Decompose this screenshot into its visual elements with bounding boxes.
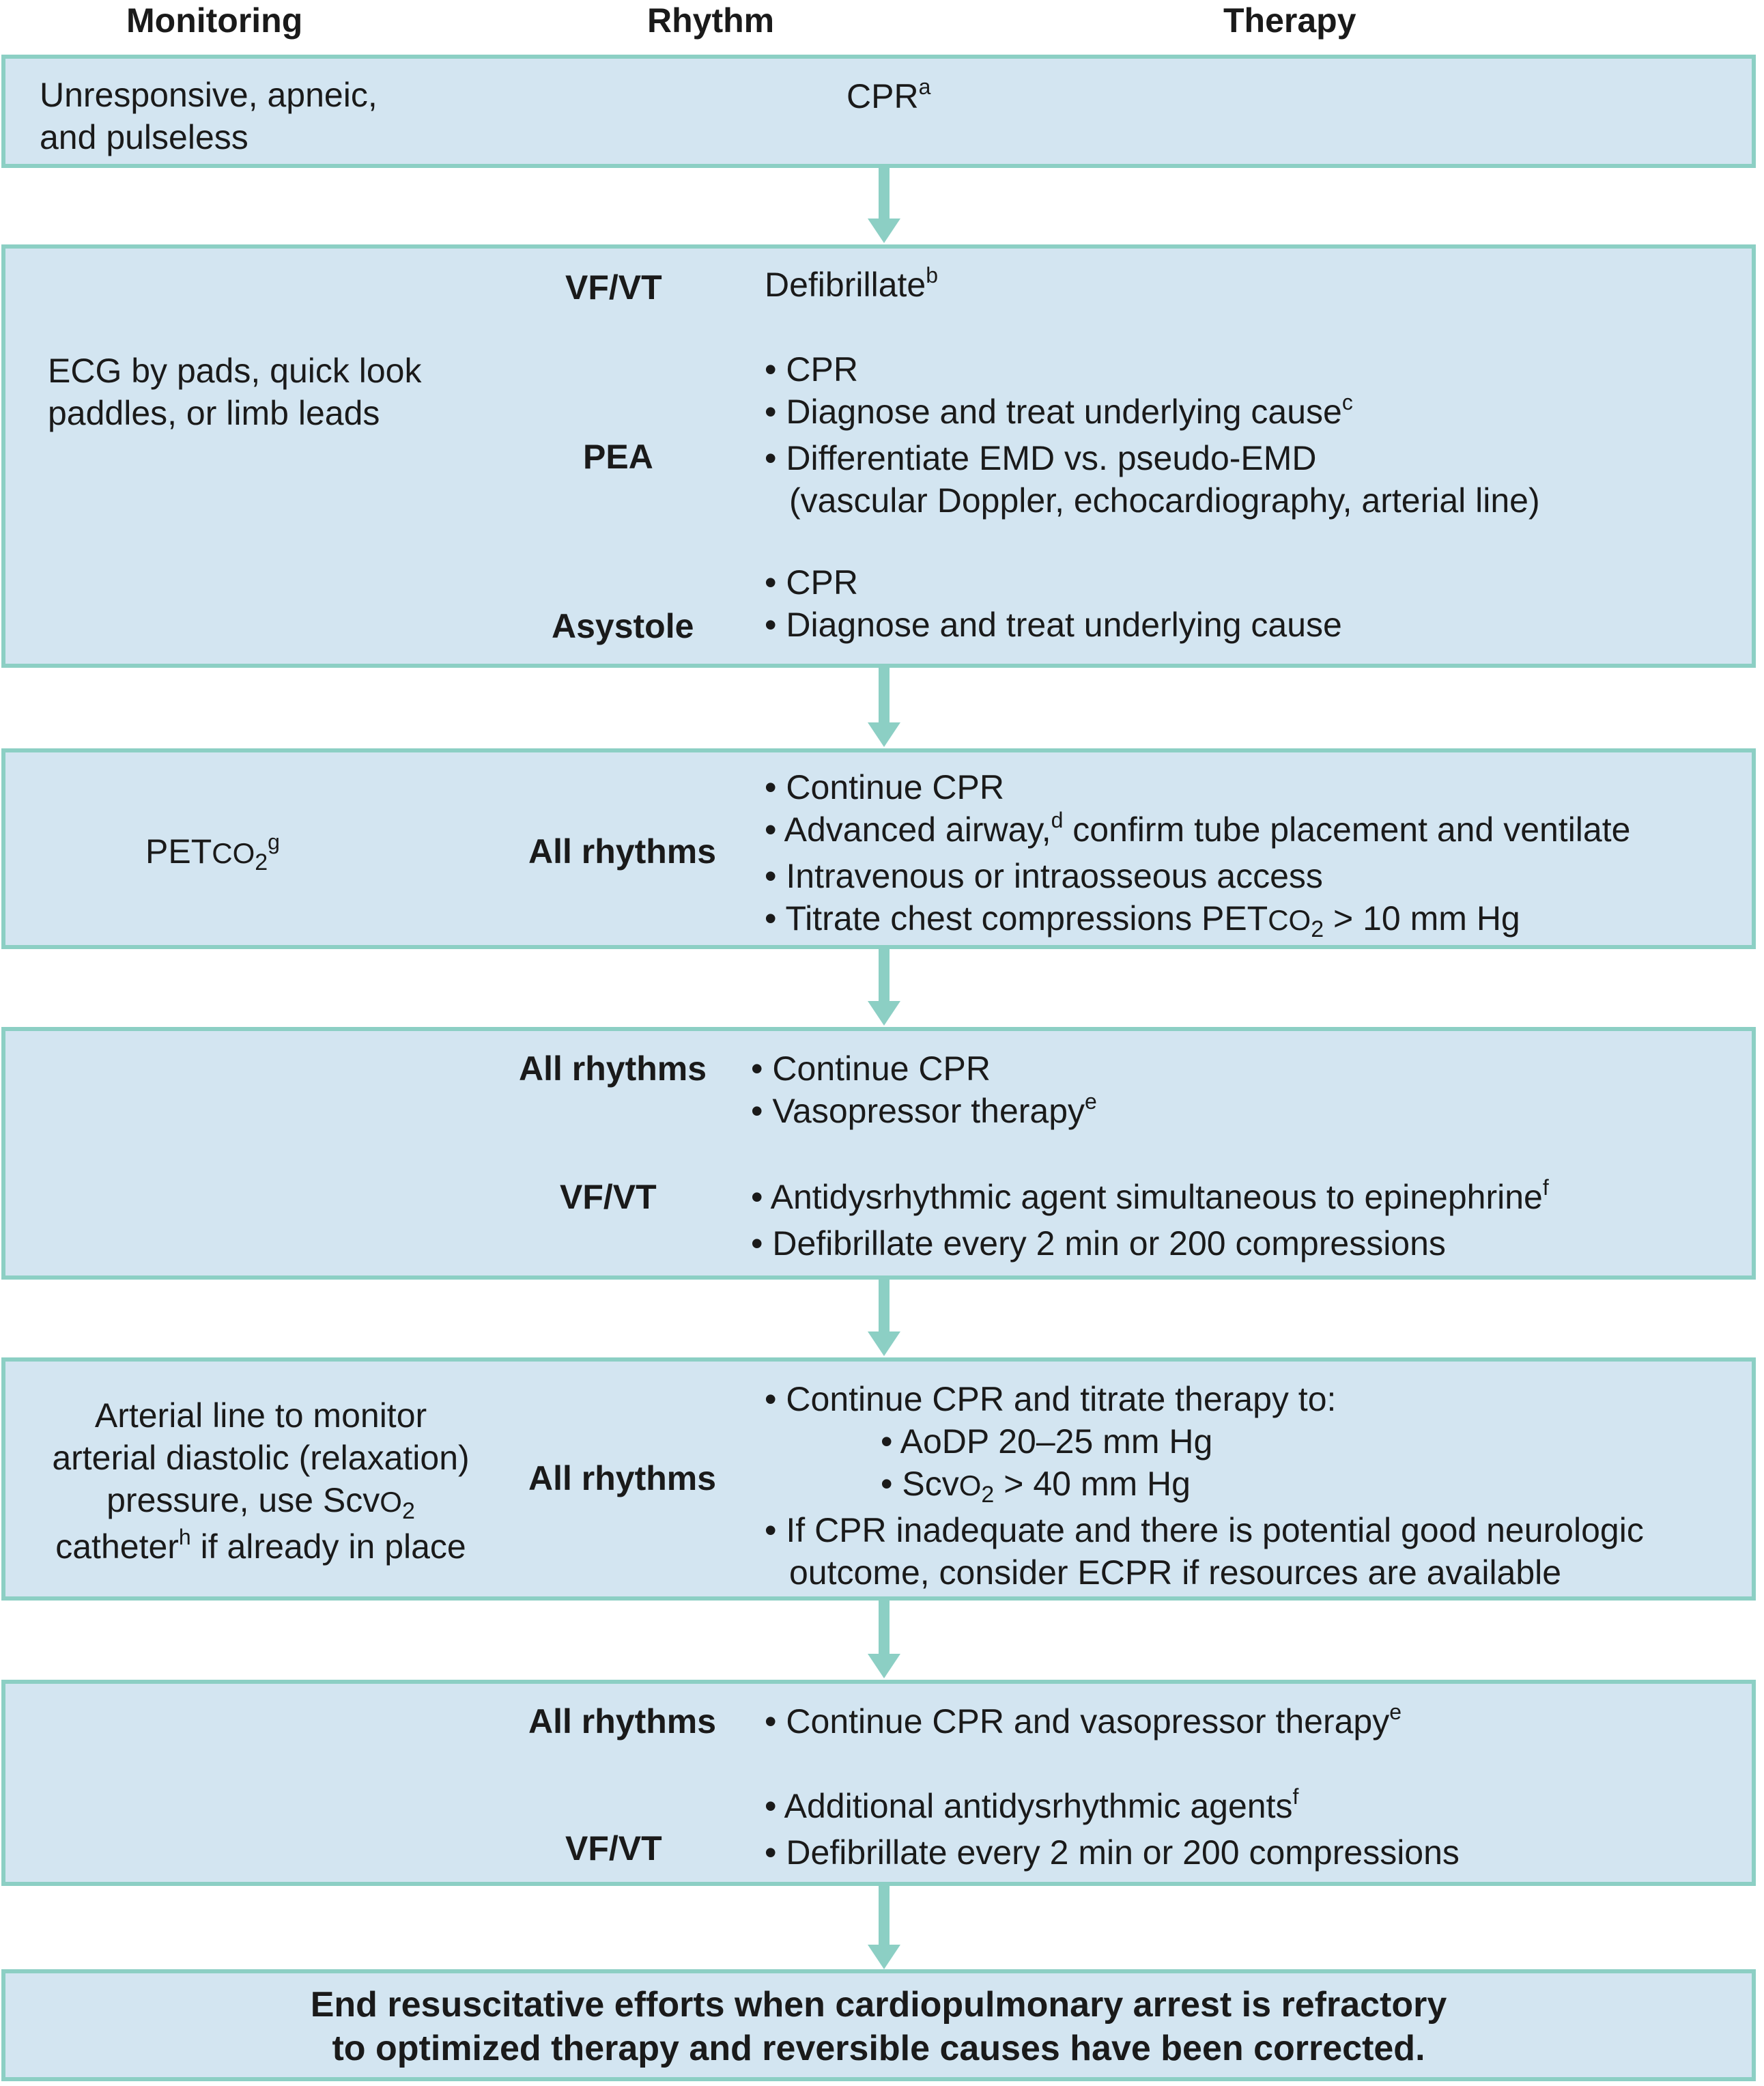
end-line-1: End resuscitative efforts when cardiopul…	[310, 1985, 1447, 2025]
step-box-vasopressor: All rhythms • Continue CPR • Vasopressor…	[1, 1027, 1756, 1280]
rhythm-all: All rhythms	[519, 1049, 707, 1088]
monitoring-petco2: PETCO2g	[145, 830, 280, 875]
rhythm-vfvt: VF/VT	[565, 1829, 662, 1867]
therapy-pea: • CPR • Diagnose and treat underlying ca…	[765, 350, 1540, 520]
header-monitoring: Monitoring	[126, 1, 303, 40]
step-box-airway: PETCO2g All rhythms • Continue CPR • Adv…	[1, 748, 1756, 949]
step-box-continue: All rhythms • Continue CPR and vasopress…	[1, 1680, 1756, 1886]
monitoring-arterial-line: Arterial line to monitor arterial diasto…	[52, 1396, 470, 1566]
therapy-text: CPRa	[847, 74, 931, 115]
rhythm-all: All rhythms	[528, 832, 717, 871]
header-therapy: Therapy	[1223, 1, 1356, 40]
header-rhythm: Rhythm	[647, 1, 775, 40]
rhythm-all: All rhythms	[528, 1459, 717, 1497]
step-box-ecg: ECG by pads, quick look paddles, or limb…	[1, 244, 1756, 668]
flow-arrow	[868, 1886, 900, 1969]
flow-arrow	[868, 668, 900, 747]
therapy-defibrillate: Defibrillateb	[765, 263, 939, 304]
flow-arrow	[868, 1601, 900, 1678]
rhythm-vfvt: VF/VT	[560, 1178, 657, 1216]
therapy-airway: • Continue CPR • Advanced airway,d confi…	[765, 768, 1631, 942]
rhythm-all: All rhythms	[528, 1702, 717, 1740]
monitoring-text: Unresponsive, apneic, and pulseless	[40, 76, 378, 156]
end-line-2: to optimized therapy and reversible caus…	[332, 2029, 1425, 2068]
therapy-titrate: • Continue CPR and titrate therapy to: •…	[765, 1380, 1644, 1592]
rhythm-pea: PEA	[583, 438, 653, 476]
step-box-end: End resuscitative efforts when cardiopul…	[1, 1969, 1756, 2081]
rhythm-asystole: Asystole	[552, 607, 694, 645]
step-box-cpr: Unresponsive, apneic, and pulseless CPRa	[1, 55, 1756, 168]
flow-arrow	[868, 1280, 900, 1356]
therapy-antidysrhythmic: • Antidysrhythmic agent simultaneous to …	[751, 1175, 1549, 1263]
flow-arrow	[868, 168, 900, 243]
therapy-additional: • Additional antidysrhythmic agentsf • D…	[765, 1784, 1460, 1872]
therapy-asystole: • CPR • Diagnose and treat underlying ca…	[765, 563, 1342, 644]
flow-arrow	[868, 949, 900, 1026]
therapy-vasopressor: • Continue CPR • Vasopressor therapye	[751, 1049, 1097, 1130]
monitoring-text: ECG by pads, quick look paddles, or limb…	[48, 352, 422, 432]
step-box-titrate: Arterial line to monitor arterial diasto…	[1, 1357, 1756, 1601]
therapy-continue: • Continue CPR and vasopressor therapye	[765, 1700, 1402, 1740]
rhythm-vfvt: VF/VT	[565, 268, 662, 307]
